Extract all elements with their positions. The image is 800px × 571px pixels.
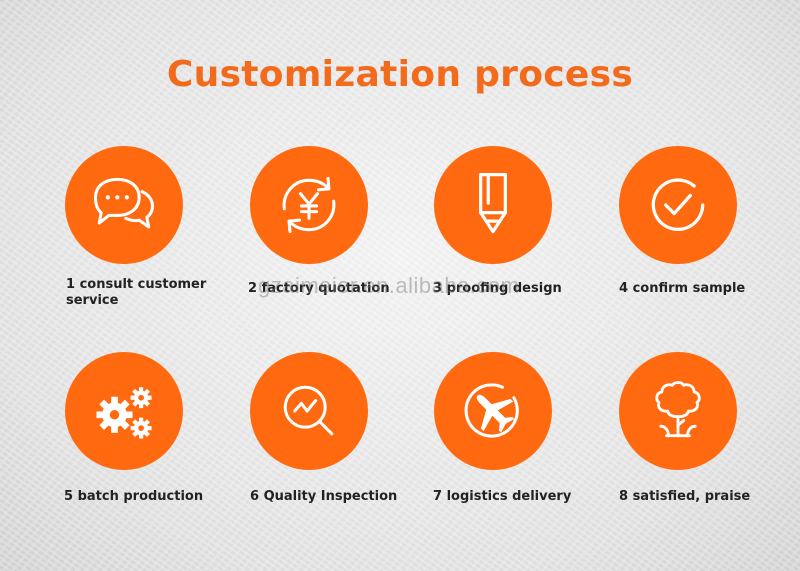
- check-circle-icon: [651, 178, 705, 231]
- step-8-circle: [619, 352, 737, 470]
- step-1-label: 1 consult customer service: [66, 277, 206, 309]
- step-4-circle: [619, 146, 737, 264]
- step-7-label: 7 logistics delivery: [433, 489, 572, 504]
- pencil-icon: [479, 172, 507, 234]
- step-6-circle: [250, 352, 368, 470]
- step-1-label-line1: 1 consult customer: [66, 277, 207, 292]
- airplane-circle-icon: [464, 383, 519, 438]
- step-8-label: 8 satisfied, praise: [619, 489, 751, 504]
- page-title: Customization process: [166, 54, 634, 95]
- yen-cycle-icon: [282, 176, 336, 234]
- chat-bubbles-icon: [93, 177, 155, 229]
- step-2-label: 2 factory quotation: [248, 281, 390, 296]
- step-2-circle: [250, 146, 368, 264]
- step-1-circle: [65, 146, 183, 264]
- step-3-label: 3 proofing design: [433, 281, 562, 296]
- tree-icon: [655, 381, 701, 438]
- step-3-circle: [434, 146, 552, 264]
- step-4-label: 4 confirm sample: [619, 281, 746, 296]
- gears-icon: [96, 387, 152, 439]
- step-1-label-line2: service: [66, 293, 119, 308]
- step-6-label: 6 Quality Inspection: [250, 489, 398, 504]
- step-7-circle: [434, 352, 552, 470]
- step-5-circle: [65, 352, 183, 470]
- step-5-label: 5 batch production: [64, 489, 204, 504]
- magnifier-chart-icon: [283, 385, 334, 436]
